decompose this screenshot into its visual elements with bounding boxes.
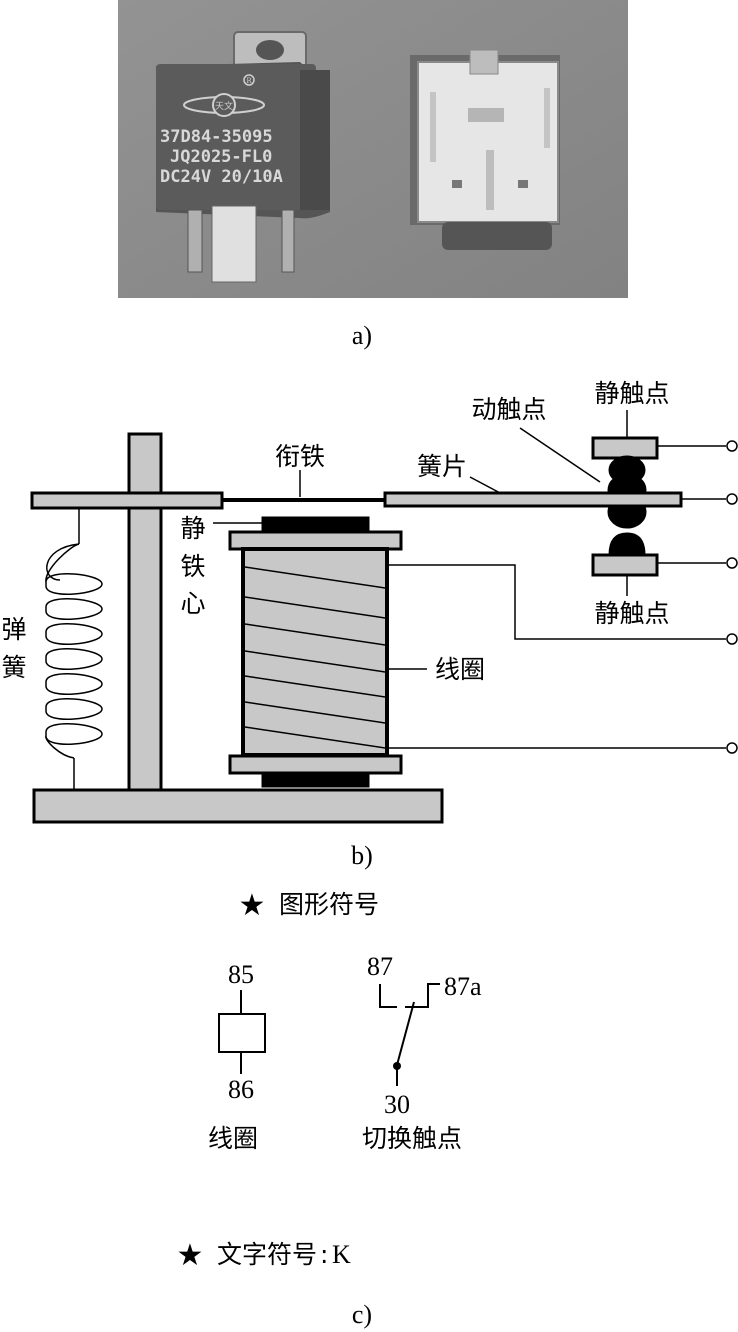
relay-logo: R 天文 [183, 74, 265, 117]
relay-label-line-2: JQ2025-FL0 [170, 147, 272, 167]
switch-no-contact [379, 984, 397, 1008]
relay-body [156, 64, 316, 210]
marking [518, 180, 528, 188]
label-static-core-3: 心 [180, 589, 205, 618]
pin [281, 209, 295, 273]
leader-reed [469, 476, 503, 495]
wire-coil-top [389, 564, 726, 640]
text-symbol-separator: : [320, 1240, 328, 1269]
registered-mark-icon [243, 74, 255, 86]
star-icon: ★ [177, 1238, 204, 1273]
relay-label-line-1: 37D84-35095 [160, 127, 273, 147]
coil-symbol-box [218, 1013, 266, 1053]
terminal-left [430, 92, 436, 162]
base-plate [32, 788, 444, 824]
switch-pin-87a: 87a [444, 972, 482, 1001]
label-static-core-1: 静 [180, 514, 205, 543]
armature-lever [30, 491, 224, 510]
switch-symbol-label: 切换触点 [362, 1124, 462, 1153]
graphic-symbol-title: 图形符号 [279, 890, 379, 919]
switch-blade [396, 1001, 415, 1066]
relay-label-line-3: DC24V 20/10A [160, 167, 283, 187]
changeover-switch-symbol [379, 983, 440, 1086]
coil-winding [244, 596, 386, 619]
caption-a: a) [352, 321, 372, 350]
relay-left: R 天文 37D84-35095 JQ2025-FL0 DC24V 20/10A [156, 31, 330, 283]
terminal-icon [726, 742, 738, 754]
coil-winding [244, 726, 386, 749]
coil-symbol-label: 线圈 [208, 1124, 258, 1153]
text-symbol-value: K [332, 1240, 351, 1269]
relay-body-side [300, 70, 330, 210]
terminals [726, 440, 738, 754]
mounting-hole [256, 40, 284, 60]
bobbin-flange-top [228, 530, 403, 551]
logo-text: 天文 [215, 100, 233, 112]
coil-body [241, 547, 389, 757]
pin-wide [211, 205, 257, 283]
terminal-top [469, 49, 499, 75]
label-static-contact-bottom: 静触点 [594, 599, 669, 628]
static-core-bottom [261, 772, 370, 788]
switch-pin-30: 30 [384, 1090, 410, 1119]
label-static-core-2: 铁 [180, 552, 205, 581]
static-contact-bottom-tip [608, 532, 646, 556]
pin [187, 209, 203, 273]
relay-photo: R 天文 37D84-35095 JQ2025-FL0 DC24V 20/10A [118, 0, 628, 298]
terminal-icon [726, 440, 738, 452]
static-contact-bottom [591, 553, 659, 577]
terminal-icon [726, 557, 738, 569]
coil-winding [244, 623, 386, 646]
structure-labels: 衔铁 簧片 动触点 静触点 静触点 静 铁 心 弹 簧 线圈 [1, 379, 669, 684]
graphic-symbol-heading: ★ 图形符号 [239, 888, 379, 923]
relay-right [410, 49, 560, 250]
label-static-contact-top: 静触点 [594, 379, 669, 408]
coil-pin-85: 85 [228, 960, 254, 989]
switch-nc-contact [405, 983, 440, 1008]
coil-windings [244, 566, 386, 749]
marking [452, 180, 462, 188]
label-coil: 线圈 [435, 655, 485, 684]
bobbin-flange-bottom [228, 754, 403, 775]
registered-mark: R [246, 77, 252, 85]
spring-loops [45, 543, 103, 759]
caption-c: c) [352, 1300, 372, 1329]
logo-circle [212, 93, 236, 117]
spring-coil [46, 543, 80, 581]
switch-pivot-dot [393, 1062, 401, 1070]
static-contact-top [591, 436, 659, 460]
switch-pin-87: 87 [367, 952, 393, 981]
spring [45, 508, 103, 790]
label-spring-1: 弹 [1, 615, 26, 644]
relay-structure [30, 410, 738, 824]
terminal-bottom [486, 150, 494, 210]
terminal-right [544, 88, 550, 148]
caption-b: b) [351, 841, 373, 870]
star-icon: ★ [239, 888, 266, 923]
label-spring-2: 簧 [1, 653, 26, 682]
pivot-post [127, 432, 163, 792]
text-symbol-title: 文字符号 [217, 1240, 317, 1269]
coil-pin-86: 86 [228, 1075, 254, 1104]
label-reed: 簧片 [417, 452, 467, 481]
coil-winding [244, 650, 386, 673]
coil-symbol [218, 990, 266, 1074]
relay-right-bottom [442, 222, 552, 250]
coil-winding [244, 675, 386, 698]
terminal-center [468, 108, 504, 122]
terminal-icon [726, 493, 738, 505]
leader-lines [213, 410, 628, 670]
reed-overlay [383, 491, 683, 508]
coil-winding [244, 701, 386, 724]
terminal-icon [726, 633, 738, 645]
label-moving-contact: 动触点 [471, 395, 546, 424]
label-armature: 衔铁 [275, 442, 325, 471]
leader-moving-contact [519, 427, 601, 483]
wires [389, 445, 726, 749]
coil-winding [244, 566, 386, 589]
text-symbol-row: ★ 文字符号 : K [177, 1238, 351, 1273]
